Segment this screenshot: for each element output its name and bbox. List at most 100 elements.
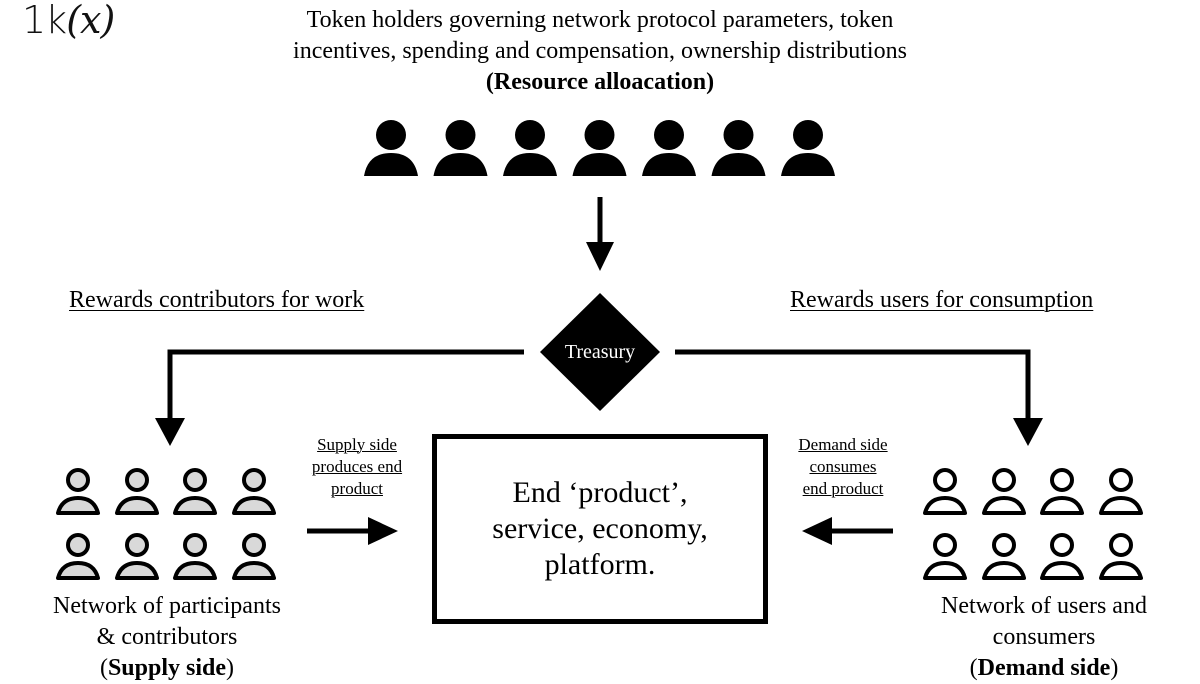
paren: ) [1110, 655, 1119, 681]
treasury-node: Treasury [540, 293, 660, 411]
person-body [1040, 496, 1084, 515]
treasury-diamond [540, 293, 660, 411]
person-filled-icon [642, 120, 696, 176]
supply-flow-line: product [331, 479, 383, 498]
supply-flow-label: Supply side produces end product [295, 434, 419, 500]
person-outline-icon [115, 533, 159, 580]
person-outline-icon [923, 468, 967, 515]
person-outline-icon [232, 533, 276, 580]
arrow-shaft [167, 349, 524, 420]
person-outline-icon [56, 468, 100, 515]
person-head [183, 533, 207, 557]
governance-title: Token holders governing network protocol… [200, 5, 1000, 98]
demand-network-label: Network of users and consumers (Demand s… [880, 591, 1200, 684]
arrow-demand-to-product [802, 517, 893, 545]
end-product-line: End ‘product’, [512, 476, 688, 509]
person-outline-icon [173, 468, 217, 515]
end-product-line: service, economy, [492, 512, 708, 545]
person-body [982, 561, 1026, 580]
title-line-1: Token holders governing network protocol… [306, 7, 894, 33]
person-body [232, 561, 276, 580]
person-head [515, 120, 545, 150]
person-outline-icon [1040, 533, 1084, 580]
person-body [56, 561, 100, 580]
supply-flow-line: produces end [311, 457, 403, 476]
person-head [242, 468, 266, 492]
person-outline-icon [982, 533, 1026, 580]
person-body [982, 496, 1026, 515]
person-body [503, 153, 557, 176]
supply-flow-line: Supply side [317, 435, 397, 454]
demand-flow-line: end product [802, 479, 884, 498]
person-head [183, 468, 207, 492]
arrow-head [586, 242, 614, 271]
paren: ) [226, 655, 235, 681]
demand-side-tag: Demand side [977, 655, 1111, 681]
demand-users-grid [923, 468, 1143, 580]
person-body [364, 153, 418, 176]
supply-label-line-2: & contributors [96, 624, 238, 650]
person-filled-icon [503, 120, 557, 176]
demand-flow-line: consumes [809, 457, 877, 476]
person-body [711, 153, 766, 176]
person-head [376, 120, 406, 150]
person-outline-icon [1040, 468, 1084, 515]
person-head [1050, 468, 1074, 492]
supply-network-label: Network of participants & contributors (… [10, 591, 324, 684]
person-filled-icon [364, 120, 418, 176]
logo-fx: (x) [66, 0, 115, 42]
paren: ( [99, 655, 108, 681]
arrow-down-to-treasury [586, 197, 614, 271]
end-product-box: End ‘product’, service, economy, platfor… [432, 434, 768, 624]
demand-label-line-2: consumers [992, 624, 1096, 650]
person-outline-icon [173, 533, 217, 580]
supply-participants-grid [56, 468, 276, 580]
person-head [992, 468, 1016, 492]
person-outline-icon [232, 468, 276, 515]
supply-side-tag: Supply side [107, 655, 227, 681]
arrow-supply-to-product [307, 517, 398, 545]
person-body [433, 153, 488, 176]
person-head [1109, 533, 1133, 557]
person-head [933, 468, 957, 492]
person-outline-icon [1099, 533, 1143, 580]
treasury-label: Treasury [565, 341, 635, 363]
end-product-line: platform. [544, 548, 656, 581]
person-head [992, 533, 1016, 557]
end-product-text: End ‘product’, service, economy, platfor… [492, 475, 707, 583]
arrow-head [155, 418, 185, 446]
arrow-treasury-to-supply [155, 349, 524, 446]
person-filled-icon [781, 120, 835, 176]
logo: 1k(x) [22, 0, 115, 42]
person-body [115, 561, 159, 580]
person-body [923, 496, 967, 515]
person-head [125, 468, 149, 492]
person-head [1109, 468, 1133, 492]
supply-label-line-1: Network of participants [53, 593, 281, 619]
arrow-head [368, 517, 398, 545]
person-outline-icon [56, 533, 100, 580]
person-head [125, 533, 149, 557]
person-head [242, 533, 266, 557]
arrow-head [1013, 418, 1043, 446]
person-body [115, 496, 159, 515]
demand-label-line-3: (Demand side) [880, 653, 1200, 684]
person-body [572, 153, 627, 176]
person-outline-icon [923, 533, 967, 580]
arrow-head [802, 517, 832, 545]
demand-label-line-1: Network of users and [941, 593, 1147, 619]
arrow-treasury-to-demand [675, 349, 1043, 446]
rewards-contributors-label: Rewards contributors for work [69, 287, 365, 313]
person-body [1099, 561, 1143, 580]
demand-flow-line: Demand side [798, 435, 888, 454]
person-head [445, 120, 476, 150]
person-body [173, 496, 217, 515]
rewards-users-label: Rewards users for consumption [790, 287, 1094, 313]
title-line-3: (Resource alloacation) [485, 69, 715, 95]
person-head [66, 533, 90, 557]
paren: ( [969, 655, 978, 681]
person-head [793, 120, 823, 150]
person-body [1099, 496, 1143, 515]
person-head [1050, 533, 1074, 557]
person-body [1040, 561, 1084, 580]
